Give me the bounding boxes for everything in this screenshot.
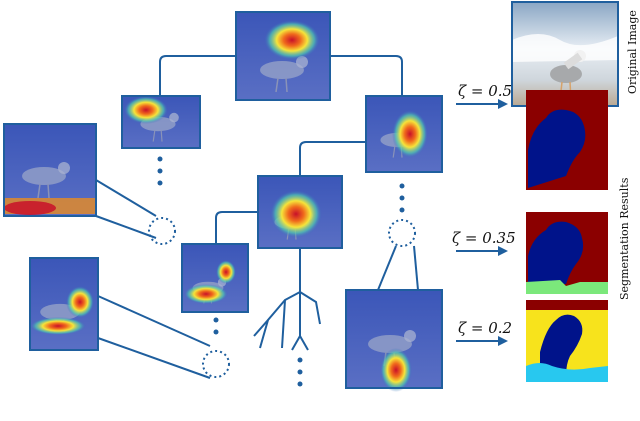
segmentation-result-3 (526, 300, 608, 382)
arrow-2-head (498, 246, 508, 256)
edge-glyph-b (299, 291, 321, 325)
heatmap-zoom-left-top (3, 123, 97, 217)
zeta-label-1: ζ = 0.5 (458, 82, 512, 100)
heatmap-level2-left (181, 243, 249, 313)
edge-glyph-a (259, 291, 301, 349)
segmentation-result-1 (526, 90, 608, 190)
zoom-line-a2 (95, 215, 157, 239)
ellipsis-dots (157, 156, 405, 387)
heatmap-zoom-right-bottom (345, 289, 443, 392)
edge-glyph-e (291, 292, 301, 351)
dotted-circles (148, 217, 416, 378)
arrowheads (498, 99, 508, 346)
zeta-label-3: ζ = 0.2 (458, 319, 512, 337)
segmentation-result-2 (526, 212, 608, 294)
edge-root-left (159, 55, 236, 96)
segmentation-results-label: Segmentation Results (618, 177, 631, 300)
zoom-line-b1 (97, 295, 211, 347)
zoom-line-a1 (95, 179, 157, 217)
zoom-line-c2 (413, 245, 419, 291)
arrow-1-head (498, 99, 508, 109)
heatmap-level1-right (365, 95, 443, 173)
edge-glyph-d (253, 319, 269, 337)
heatmap-middle (257, 175, 343, 249)
edge-root-right (330, 55, 403, 96)
heatmap-level1-left (121, 95, 201, 149)
original-image-label: Original Image (626, 10, 639, 94)
zeta-label-2: ζ = 0.35 (452, 229, 516, 247)
arrow-3-head (498, 336, 508, 346)
zoom-line-b2 (97, 337, 211, 379)
edge-glyph-c (281, 299, 286, 349)
edge-middle-left (215, 211, 258, 244)
heatmap-zoom-left-bottom (29, 257, 99, 351)
heatmap-root (235, 11, 331, 101)
original-image (511, 1, 619, 107)
tree-connectors (95, 55, 500, 379)
zoom-line-c1 (377, 245, 397, 291)
edge-right-middle (299, 141, 366, 176)
edge-glyph-f (299, 335, 309, 351)
